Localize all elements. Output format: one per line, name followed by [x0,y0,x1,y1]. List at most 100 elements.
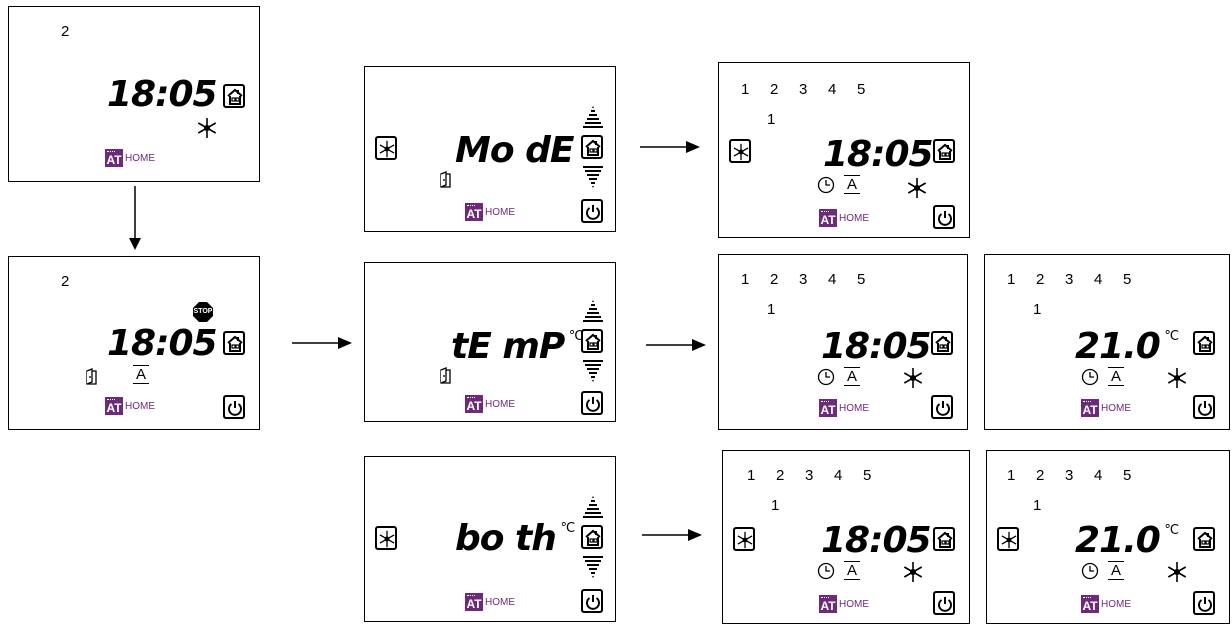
zone-3: 3 [805,467,814,484]
power-button[interactable] [933,205,955,229]
auto-mode-icon: A [133,365,150,384]
menu-label: tE mP °C [451,326,583,367]
time-readout: 18:05 [107,74,218,115]
active-zone: 1 [771,497,780,514]
fan-icon [196,117,218,139]
clock-display: 18:05 [107,323,218,364]
clock-display: 18:05 [107,74,218,115]
auto-mode-icon: A [844,367,861,386]
scroll-up-icon[interactable] [581,299,605,325]
fan-button[interactable] [733,527,755,551]
house-button[interactable] [931,331,953,355]
house-button[interactable] [933,527,955,551]
fan-icon [906,177,928,199]
power-button[interactable] [1193,591,1215,615]
celsius-unit: °C [1164,329,1179,344]
zone-3: 3 [1065,467,1074,484]
fan-button[interactable] [729,139,751,163]
power-button[interactable] [581,589,603,613]
auto-mode-icon: A [844,175,861,194]
active-zone: 1 [1033,497,1042,514]
scroll-up-icon[interactable] [581,495,605,521]
power-button[interactable] [933,591,955,615]
arrow-right [646,339,706,351]
zone-2: 2 [1036,271,1045,288]
menu-label: Mo dE [455,130,574,171]
time-readout: 18:05 [107,323,218,364]
zone-5: 5 [857,81,866,98]
fan-icon [902,561,924,583]
zone-1: 1 [747,467,756,484]
scroll-down-icon[interactable] [581,553,605,579]
auto-mode-icon: A [1108,561,1125,580]
active-zone: 1 [767,301,776,318]
fan-button[interactable] [375,526,397,550]
house-button[interactable] [1193,331,1215,355]
house-button[interactable] [223,331,245,355]
fan-icon [1166,367,1188,389]
clock-icon [817,562,835,580]
arrow-down [129,186,141,250]
power-button[interactable] [581,391,603,415]
zone-5: 5 [1123,467,1132,484]
scroll-down-icon[interactable] [581,163,605,189]
zone-number: 2 [61,23,70,40]
zone-5: 5 [863,467,872,484]
time-readout: 18:05 [821,520,932,561]
house-button[interactable] [933,139,955,163]
menu-label: bo th °C [455,518,575,559]
zone-5: 5 [1123,271,1132,288]
window-icon [85,368,99,386]
fan-button[interactable] [997,527,1019,551]
celsius-unit: °C [560,521,575,536]
zone-1: 1 [1007,271,1016,288]
zone-4: 4 [828,81,837,98]
zone-4: 4 [1094,271,1103,288]
house-button[interactable] [581,329,603,353]
house-button[interactable] [223,84,245,108]
clock-display: 18:05 [823,137,934,173]
clock-icon [1081,562,1099,580]
power-button[interactable] [931,395,953,419]
active-zone: 1 [767,111,776,128]
power-button[interactable] [223,395,245,419]
zone-2: 2 [770,81,779,98]
house-button[interactable] [1193,527,1215,551]
power-button[interactable] [581,199,603,223]
zone-5: 5 [857,271,866,288]
temperature-readout: 21.0 [1075,520,1161,561]
fan-icon [902,367,924,389]
active-zone: 1 [1033,301,1042,318]
power-button[interactable] [1193,395,1215,419]
temperature-display: 21.0 °C [1075,329,1179,365]
stop-icon: STOP [193,302,213,322]
house-button[interactable] [581,525,603,549]
arrow-right [640,141,700,153]
window-icon [439,367,453,385]
scroll-up-icon[interactable] [581,105,605,131]
temperature-display: 21.0 °C [1075,520,1179,561]
house-button[interactable] [581,135,603,159]
scroll-down-icon[interactable] [581,357,605,383]
fan-button[interactable] [375,136,397,160]
zone-1: 1 [1007,467,1016,484]
celsius-unit: °C [1164,523,1179,538]
zone-2: 2 [770,271,779,288]
auto-mode-icon: A [1108,367,1125,386]
